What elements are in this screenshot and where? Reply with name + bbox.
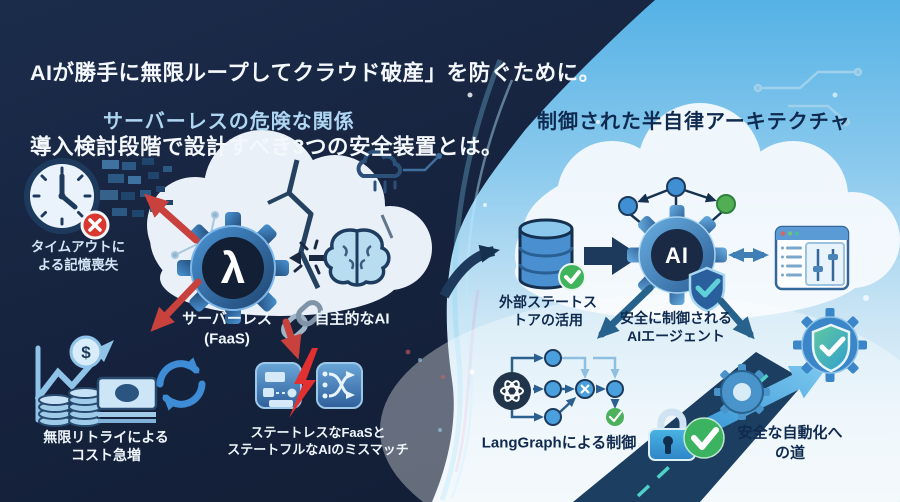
error-badge-icon xyxy=(80,210,110,240)
shield-check-icon xyxy=(688,266,726,313)
retry-loop-icon xyxy=(156,357,206,411)
timeout-label: タイムアウトに よる記憶喪失 xyxy=(30,239,126,272)
red-arrow-to-cost xyxy=(150,278,202,332)
stateful-shuffle-icon xyxy=(316,362,363,409)
red-arrow-to-mismatch xyxy=(280,318,302,360)
ai-glyph: AI xyxy=(665,243,689,268)
transition-arrow xyxy=(439,244,500,299)
infinite-retry-label: 無限リトライによる コスト急増 xyxy=(43,428,169,463)
rain-cloud-icon xyxy=(356,149,442,194)
failure-arrows xyxy=(144,193,302,360)
lambda-gear-icon: λ xyxy=(177,212,289,324)
big-check-badge xyxy=(683,417,725,459)
db-check-badge xyxy=(558,263,586,291)
stateless-faas-icon xyxy=(255,362,302,409)
right-section-heading: 制御された半自律アーキテクチャ xyxy=(537,111,851,133)
bottom-glow xyxy=(380,295,900,502)
coin-stacks xyxy=(38,387,102,427)
flow-arrows xyxy=(596,284,755,340)
title-line-1: AIが勝手に無限ループしてクラウド破産」を防ぐために。 xyxy=(30,61,601,85)
cloud-crack xyxy=(267,159,394,290)
clock-icon xyxy=(24,158,100,234)
arrow-db-to-ai xyxy=(584,237,641,275)
title-line-2: 導入検討段階で設計すべき3つの安全装置とは。 xyxy=(30,135,503,159)
brain-icon xyxy=(323,228,391,287)
safe-agent-label: 安全に制御される AIエージェント xyxy=(620,309,732,344)
red-arrow-to-timeout xyxy=(144,193,200,244)
boundary-streaks xyxy=(439,59,514,501)
openai-icon xyxy=(493,372,531,410)
lambda-glyph: λ xyxy=(221,244,245,293)
ai-gear-icon: AI xyxy=(627,205,727,305)
gear-shield-emblem-icon xyxy=(793,308,867,382)
langgraph-label: LangGraphによる制御 xyxy=(481,434,637,452)
arrow-to-road xyxy=(717,297,755,340)
left-section-heading: サーバーレスの危険な関係 xyxy=(103,111,355,133)
circuit-lines-light xyxy=(753,67,863,127)
mismatch-label: ステートレスなFaaSと ステートフルなAIのミスマッチ xyxy=(227,425,409,457)
autonomous-ai-label: 自主的なAI xyxy=(314,310,390,328)
small-gear-icon xyxy=(714,364,770,420)
lightning-icon xyxy=(289,348,318,418)
banknote-icon xyxy=(96,376,158,423)
cost-surge-icon: $ xyxy=(35,335,158,427)
external-store-label: 外部ステートス トアの活用 xyxy=(499,293,597,328)
node-graph xyxy=(618,177,736,231)
safe-road-label: 安全な自動化への道 xyxy=(737,424,843,462)
dollar-coin-icon: $ xyxy=(69,335,103,369)
sparkles xyxy=(405,92,869,432)
browser-settings-icon xyxy=(774,225,850,291)
langgraph-flow-icon xyxy=(493,349,624,426)
page-title: AIが勝手に無限ループしてクラウド破産」を防ぐために。 導入検討段階で設計すべき… xyxy=(30,18,601,203)
arrow-to-langgraph xyxy=(596,284,654,339)
dollar-glyph: $ xyxy=(81,343,91,362)
serverless-label: サーバーレス (FaaS) xyxy=(182,310,272,348)
